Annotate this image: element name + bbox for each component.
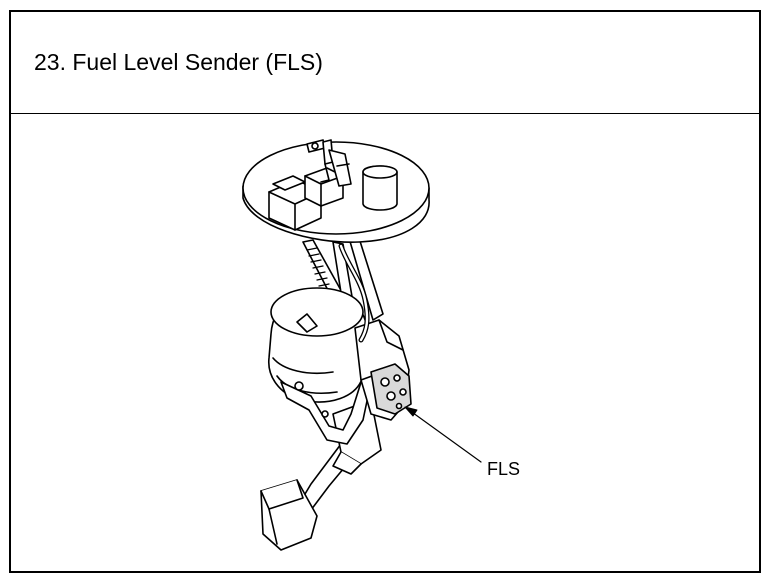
- fuel-pump-diagram: FLS: [11, 114, 759, 573]
- figure-title: 23. Fuel Level Sender (FLS): [34, 49, 323, 75]
- fls-leader-line: [408, 409, 482, 463]
- fuel-pump-drawing: FLS: [242, 139, 520, 551]
- fls-unit: [370, 363, 412, 415]
- figure-frame: 23. Fuel Level Sender (FLS): [9, 10, 761, 573]
- reservoir-top: [270, 287, 364, 337]
- connector-center: [304, 167, 344, 207]
- spring: [306, 247, 332, 293]
- figure-header: 23. Fuel Level Sender (FLS): [11, 12, 759, 114]
- fls-callout-label: FLS: [487, 459, 520, 479]
- outlet-pipe: [306, 139, 352, 187]
- fls-arrowhead: [404, 406, 418, 417]
